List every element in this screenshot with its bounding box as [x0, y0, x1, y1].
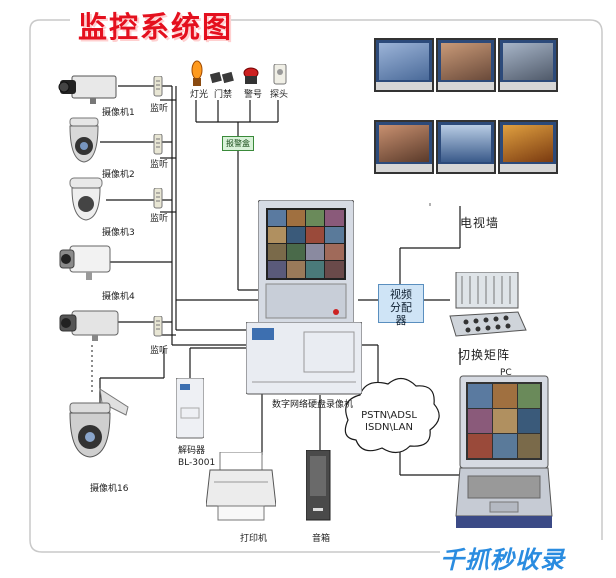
video-wall-screen [436, 38, 496, 92]
video-splitter-label: 视频分配器 [390, 288, 412, 327]
camera-1-label: 摄像机1 [102, 108, 135, 118]
switch-matrix-label: 切换矩阵 [458, 348, 511, 362]
pc-label: PC [500, 368, 512, 378]
camera-2-label: 摄像机2 [102, 170, 135, 180]
microphone-icon [152, 133, 164, 160]
camera-3-label: 摄像机3 [102, 228, 135, 238]
detector-icon [272, 63, 288, 90]
pc-laptop-icon [454, 368, 554, 536]
listen-label-2: 监听 [150, 160, 169, 170]
camera-2-icon [66, 116, 102, 172]
network-cloud [344, 377, 440, 454]
camera-4-label: 摄像机4 [102, 292, 135, 302]
alarm-device-label-detector: 探头 [270, 90, 289, 100]
video-wall-screen [498, 120, 558, 174]
diagram-title: 监控系统图 [78, 10, 234, 44]
video-wall-screen [436, 120, 496, 174]
dvr-icon [245, 321, 363, 400]
alarm-device-label-door: 门禁 [214, 90, 233, 100]
siren-icon [242, 66, 260, 90]
switch-matrix-icon [448, 271, 528, 346]
video-wall-label: 电视墙 [460, 216, 500, 230]
microphone-icon [152, 75, 164, 102]
alarm-box: 报警盒 [222, 136, 254, 151]
speaker-label: 音箱 [312, 534, 331, 544]
listen-label-4: 监听 [150, 346, 169, 356]
video-wall-screen [498, 38, 558, 92]
network-label: PSTN\ADSL ISDN\LAN [361, 410, 417, 433]
light-icon [190, 60, 204, 92]
microphone-icon [152, 315, 164, 342]
decoder-label: 解码器 [178, 446, 206, 456]
camera-1-icon [58, 68, 122, 110]
video-wall-screen [374, 38, 434, 92]
speaker-icon [305, 449, 332, 528]
microphone-icon [152, 187, 164, 214]
printer-icon [205, 451, 277, 530]
listen-label-1: 监听 [150, 104, 169, 114]
decoder-icon [175, 377, 205, 444]
camera-5-icon [58, 305, 122, 349]
printer-label: 打印机 [240, 534, 268, 544]
speed-dome-camera-icon [60, 385, 134, 469]
alarm-device-label-light: 灯光 [190, 90, 209, 100]
door-access-icon [209, 70, 236, 90]
alarm-device-label-siren: 警号 [244, 90, 263, 100]
camera-16-label: 摄像机16 [90, 484, 129, 494]
video-wall-screen [374, 120, 434, 174]
dvr-label: 数字网络硬盘录像机 [272, 400, 354, 410]
watermark-text: 千抓秒收录 [440, 546, 565, 574]
decoder-model: BL-3001 [178, 458, 216, 468]
listen-label-3: 监听 [150, 214, 169, 224]
camera-4-icon [58, 240, 114, 288]
video-splitter: 视频分配器 [378, 284, 424, 327]
camera-3-icon [66, 176, 106, 228]
monitor-icon [257, 199, 355, 330]
